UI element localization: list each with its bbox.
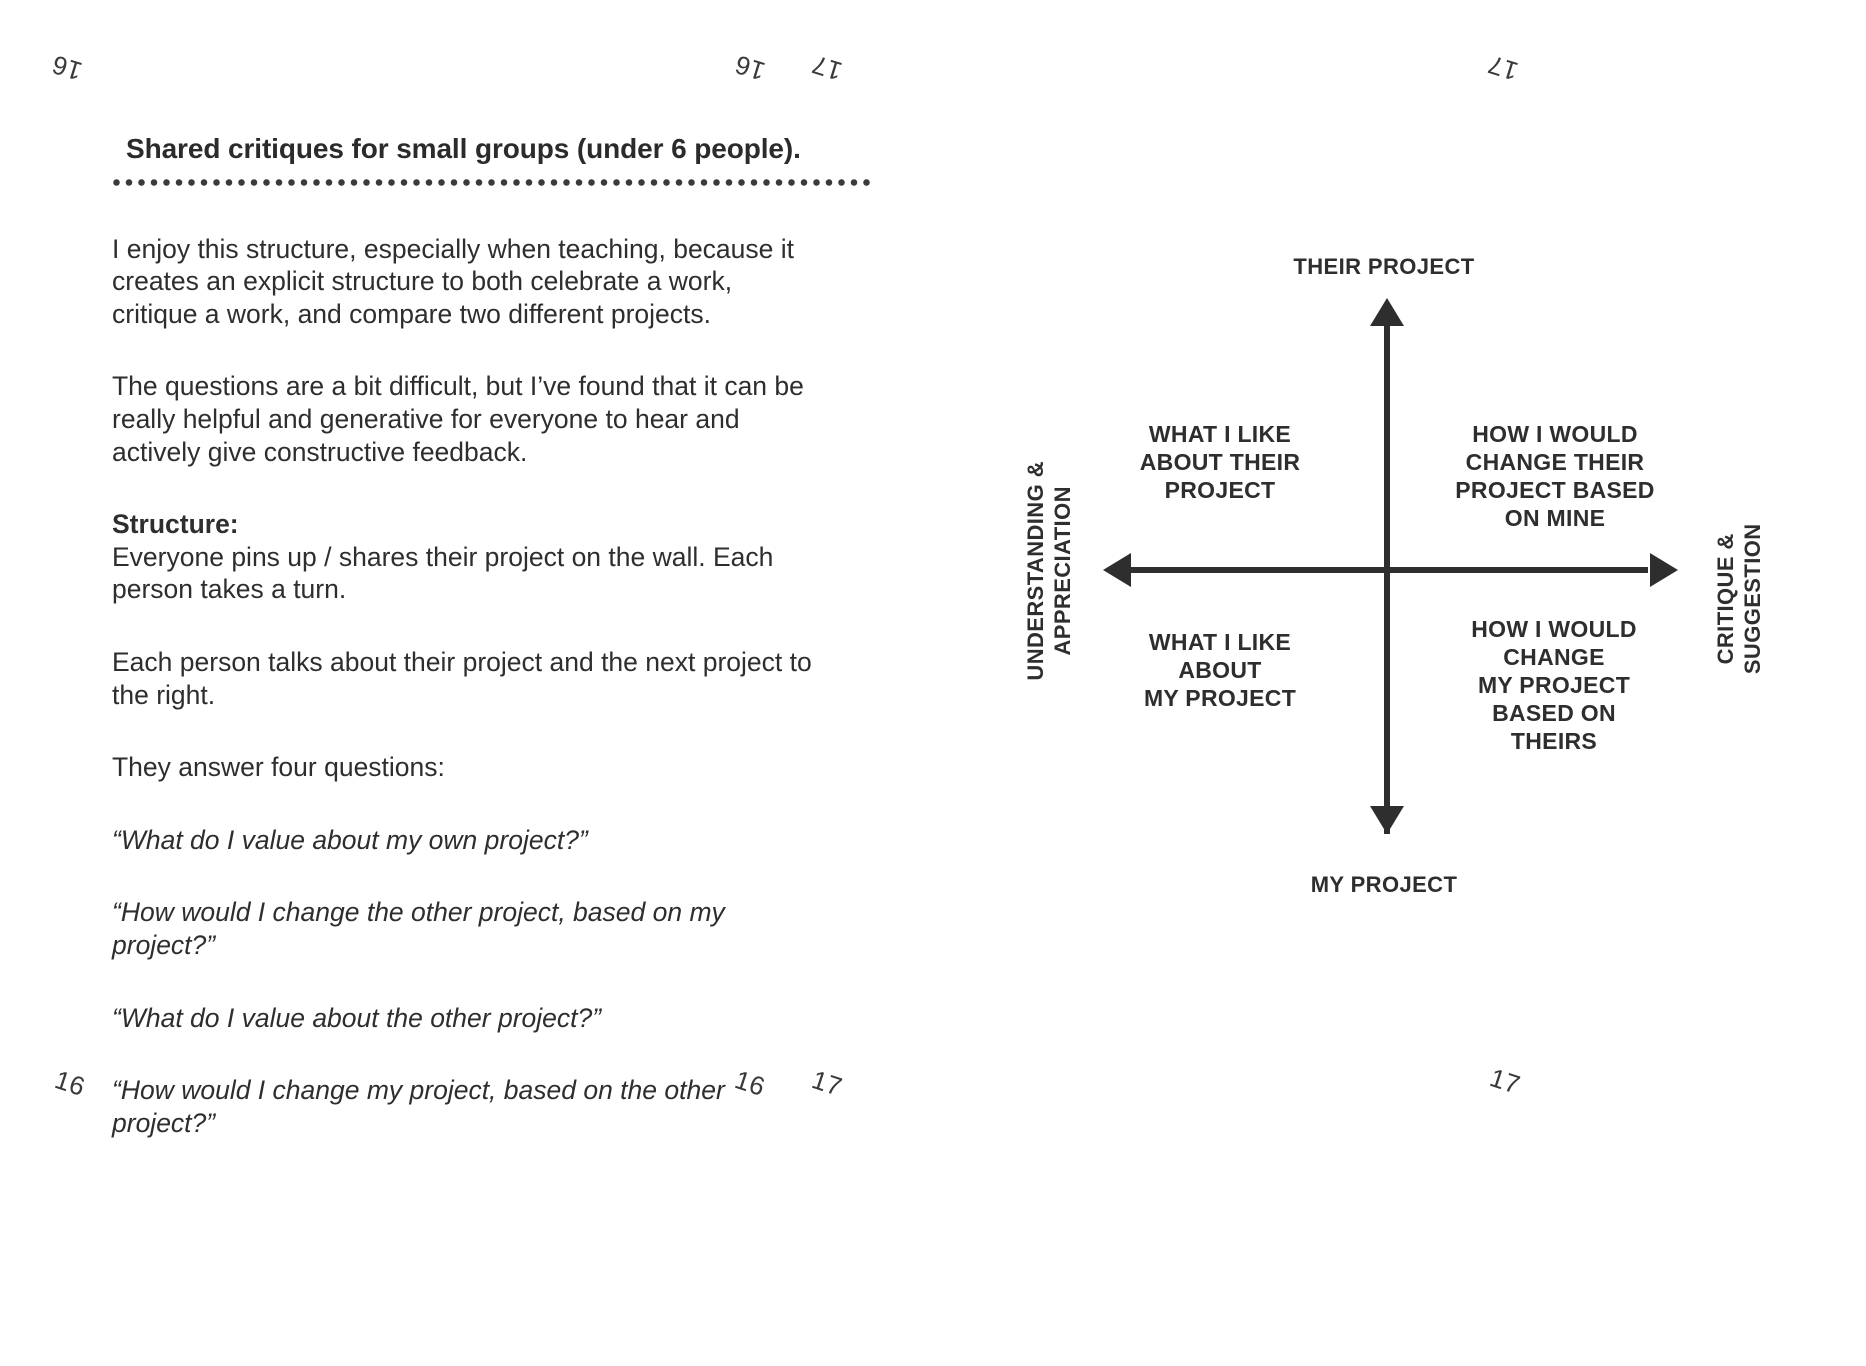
spacer bbox=[112, 962, 872, 1002]
structure-line-2: Each person talks about their project an… bbox=[112, 646, 812, 710]
spacer bbox=[112, 784, 872, 824]
page-mark-top-left: 16 bbox=[48, 49, 86, 87]
question-1: “What do I value about my own project?” bbox=[112, 824, 588, 855]
quadrant-tl-line1: WHAT I LIKE bbox=[1148, 421, 1292, 447]
article-body: I enjoy this structure, especially when … bbox=[112, 233, 872, 1140]
spacer bbox=[112, 856, 872, 896]
quadrant-bl-line1: WHAT I LIKE bbox=[1148, 629, 1292, 655]
dotted-divider bbox=[112, 177, 872, 187]
page-mark-top-middle-left: 16 bbox=[731, 49, 769, 87]
quadrant-label-top-left: WHAT I LIKE ABOUT THEIR PROJECT bbox=[1090, 420, 1350, 504]
spacer bbox=[112, 606, 872, 646]
arrow-right-icon bbox=[1650, 553, 1678, 587]
paragraph-intro: I enjoy this structure, especially when … bbox=[112, 233, 795, 329]
quadrant-br-line4: BASED ON bbox=[1492, 700, 1616, 727]
quadrant-br-line1: HOW I WOULD bbox=[1471, 616, 1637, 642]
axis-label-right-line2: SUGGESTION bbox=[1740, 523, 1765, 675]
page-mark-bottom-right: 17 bbox=[1486, 1062, 1524, 1100]
quadrant-label-bottom-left: WHAT I LIKE ABOUT MY PROJECT bbox=[1092, 628, 1348, 712]
axis-label-left-line1: UNDERSTANDING & bbox=[1023, 461, 1049, 681]
arrow-down-icon bbox=[1370, 806, 1404, 834]
quadrant-bl-line2: ABOUT bbox=[1178, 657, 1262, 684]
page-title: Shared critiques for small groups (under… bbox=[126, 133, 801, 164]
critique-quadrant-diagram: THEIR PROJECT MY PROJECT UNDERSTANDING &… bbox=[980, 240, 1810, 940]
question-2: “How would I change the other project, b… bbox=[112, 897, 725, 960]
question-3: “What do I value about the other project… bbox=[112, 1002, 602, 1033]
paragraph-questions-note: The questions are a bit difficult, but I… bbox=[112, 371, 804, 467]
spacer bbox=[112, 711, 872, 751]
quadrant-tr-line1: HOW I WOULD bbox=[1472, 421, 1638, 447]
quadrant-tr-line4: ON MINE bbox=[1504, 505, 1606, 532]
spacer bbox=[112, 1034, 872, 1074]
axis-label-left-line2: APPRECIATION bbox=[1050, 486, 1075, 656]
arrow-up-icon bbox=[1370, 298, 1404, 326]
quadrant-bl-line3: MY PROJECT bbox=[1143, 685, 1297, 712]
structure-line-3: They answer four questions: bbox=[112, 752, 445, 783]
axis-label-right: CRITIQUE & SUGGESTION bbox=[1713, 479, 1767, 719]
quadrant-br-line2: CHANGE bbox=[1503, 644, 1605, 671]
quadrant-tl-line3: PROJECT bbox=[1164, 477, 1276, 504]
quadrant-tr-line2: CHANGE THEIR bbox=[1465, 449, 1645, 476]
quadrant-tl-line2: ABOUT THEIR bbox=[1139, 449, 1301, 476]
quadrant-br-line3: MY PROJECT bbox=[1477, 672, 1631, 699]
structure-heading-text: Structure: bbox=[112, 509, 239, 540]
quadrant-label-top-right: HOW I WOULD CHANGE THEIR PROJECT BASED O… bbox=[1420, 420, 1690, 532]
structure-heading: Structure: bbox=[112, 508, 812, 541]
article-text-column: Shared critiques for small groups (under… bbox=[112, 132, 872, 1139]
axis-label-bottom: MY PROJECT bbox=[1310, 872, 1458, 897]
horizontal-axis-line bbox=[1128, 567, 1648, 573]
axis-label-left: UNDERSTANDING & APPRECIATION bbox=[1023, 451, 1077, 691]
quadrant-label-bottom-right: HOW I WOULD CHANGE MY PROJECT BASED ON T… bbox=[1420, 615, 1688, 755]
spacer bbox=[112, 468, 872, 508]
spacer bbox=[112, 330, 872, 370]
axis-label-right-line1: CRITIQUE & bbox=[1713, 533, 1739, 665]
vertical-axis-line bbox=[1384, 312, 1390, 834]
arrow-left-icon bbox=[1103, 553, 1131, 587]
axis-label-top: THEIR PROJECT bbox=[1293, 254, 1475, 279]
page-mark-top-middle-right: 17 bbox=[808, 49, 846, 87]
question-4: “How would I change my project, based on… bbox=[112, 1075, 725, 1138]
quadrant-br-line5: THEIRS bbox=[1510, 728, 1598, 755]
page-mark-bottom-left: 16 bbox=[51, 1064, 89, 1102]
quadrant-tr-line3: PROJECT BASED bbox=[1455, 477, 1655, 504]
structure-line-1: Everyone pins up / shares their project … bbox=[112, 541, 774, 605]
page-mark-top-right: 17 bbox=[1484, 49, 1522, 87]
